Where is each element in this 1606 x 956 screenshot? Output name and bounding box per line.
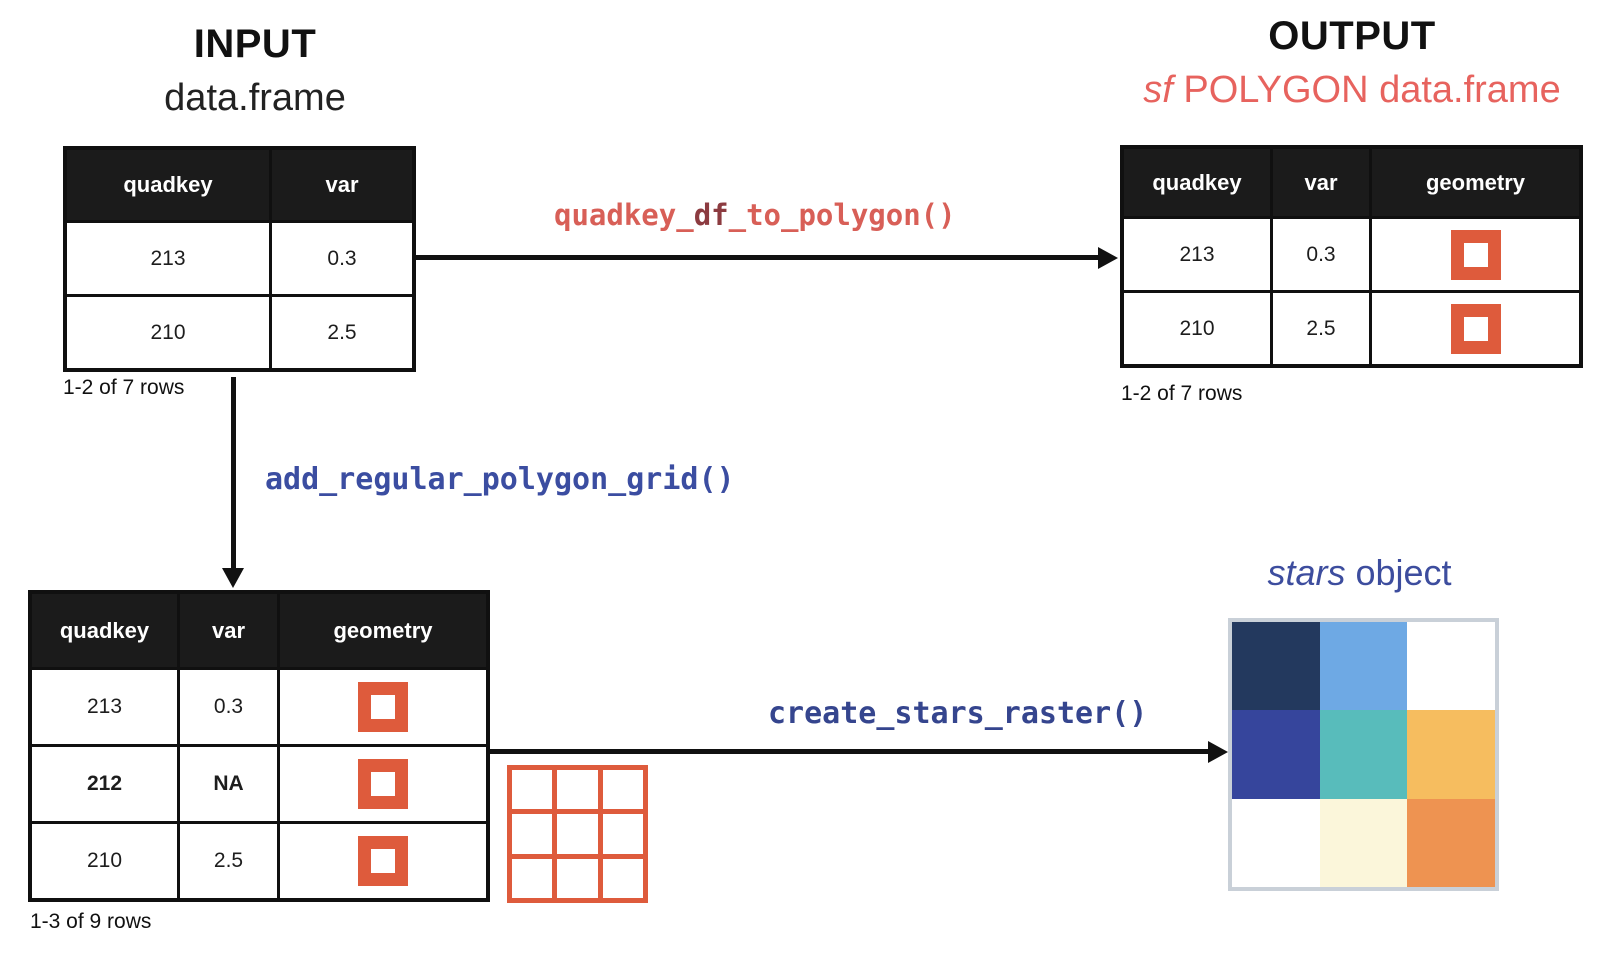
polygon-grid-cell: [512, 814, 553, 854]
column-header-quadkey: quadkey: [32, 594, 177, 667]
polygon-grid-cell: [512, 858, 553, 898]
raster-cell: [1232, 710, 1320, 799]
arrow-add-grid-line: [231, 377, 236, 570]
arrow-to-polygon-arrowhead: [1098, 247, 1118, 269]
polygon-grid-cell: [602, 770, 643, 810]
polygon-square-icon: [358, 836, 408, 886]
table-cell: 2.5: [1273, 293, 1369, 364]
raster-cell: [1407, 710, 1495, 799]
output-title: OUTPUT: [1268, 14, 1436, 58]
output-subtitle: sf POLYGON data.frame: [1110, 69, 1594, 112]
intermediate-table-caption: 1-3 of 9 rows: [30, 910, 152, 933]
arrow-add-grid-arrowhead: [222, 568, 244, 588]
raster-cell: [1319, 710, 1408, 799]
table-cell: 213: [1124, 219, 1270, 290]
stars-title-rest: object: [1345, 552, 1452, 593]
output-table-caption: 1-2 of 7 rows: [1121, 382, 1243, 405]
polygon-square-icon: [1450, 303, 1501, 354]
output-subtitle-rest: POLYGON data.frame: [1172, 69, 1561, 111]
raster-cell: [1232, 622, 1320, 711]
table-cell: 210: [32, 824, 177, 898]
arrow-create-raster-line: [490, 749, 1210, 754]
polygon-grid-cell: [512, 770, 553, 810]
stars-raster: [1228, 618, 1499, 891]
raster-cell: [1407, 798, 1495, 887]
polygon-square-icon: [358, 759, 408, 809]
raster-cell: [1407, 622, 1495, 711]
fn-highlight: df: [693, 198, 729, 232]
function-label-quadkey-df-to-polygon: quadkey_df_to_polygon(): [554, 198, 956, 232]
polygon-grid-cell: [557, 814, 598, 854]
polygon-grid-cell: [557, 858, 598, 898]
fn-pre: quadkey_: [554, 198, 694, 232]
polygon-square-icon: [358, 682, 408, 732]
table-cell: 210: [1124, 293, 1270, 364]
column-header-quadkey: quadkey: [1124, 149, 1270, 216]
geometry-cell: [280, 824, 486, 898]
column-header-geometry: geometry: [1372, 149, 1579, 216]
stars-title-italic: stars: [1267, 552, 1346, 593]
polygon-square-icon: [1450, 229, 1501, 280]
table-cell: 2.5: [272, 297, 412, 368]
geometry-cell: [1372, 293, 1579, 364]
table-cell: 0.3: [272, 223, 412, 294]
column-header-var: var: [180, 594, 277, 667]
geometry-cell: [1372, 219, 1579, 290]
input-subtitle: data.frame: [164, 77, 346, 119]
table-cell: 2.5: [180, 824, 277, 898]
fn-post: _to_polygon(): [728, 198, 956, 232]
polygon-grid-cell: [602, 814, 643, 854]
stars-object-title: stars object: [1178, 552, 1541, 594]
output-subtitle-sf: sf: [1143, 69, 1173, 111]
polygon-grid-icon: [507, 765, 648, 903]
polygon-grid-cell: [602, 858, 643, 898]
input-title: INPUT: [193, 22, 317, 66]
arrow-to-polygon-line: [416, 255, 1100, 260]
table-cell: 213: [32, 670, 177, 744]
table-cell: 0.3: [180, 670, 277, 744]
column-header-var: var: [1273, 149, 1369, 216]
geometry-cell: [280, 747, 486, 821]
output-heading: OUTPUT sf POLYGON data.frame: [1110, 14, 1594, 112]
arrow-create-raster-arrowhead: [1208, 741, 1228, 763]
function-label-add-regular-polygon-grid: add_regular_polygon_grid(): [265, 462, 735, 497]
raster-cell: [1319, 798, 1408, 887]
table-cell: NA: [180, 747, 277, 821]
raster-cell: [1232, 798, 1320, 887]
table-cell: 213: [67, 223, 269, 294]
input-heading: INPUT data.frame: [60, 22, 450, 120]
column-header-var: var: [272, 150, 412, 220]
table-cell: 212: [32, 747, 177, 821]
function-label-create-stars-raster: create_stars_raster(): [768, 696, 1148, 731]
column-header-quadkey: quadkey: [67, 150, 269, 220]
raster-cell: [1319, 622, 1408, 711]
table-cell: 0.3: [1273, 219, 1369, 290]
polygon-grid-cell: [557, 770, 598, 810]
table-cell: 210: [67, 297, 269, 368]
column-header-geometry: geometry: [280, 594, 486, 667]
input-table-caption: 1-2 of 7 rows: [63, 376, 185, 399]
geometry-cell: [280, 670, 486, 744]
